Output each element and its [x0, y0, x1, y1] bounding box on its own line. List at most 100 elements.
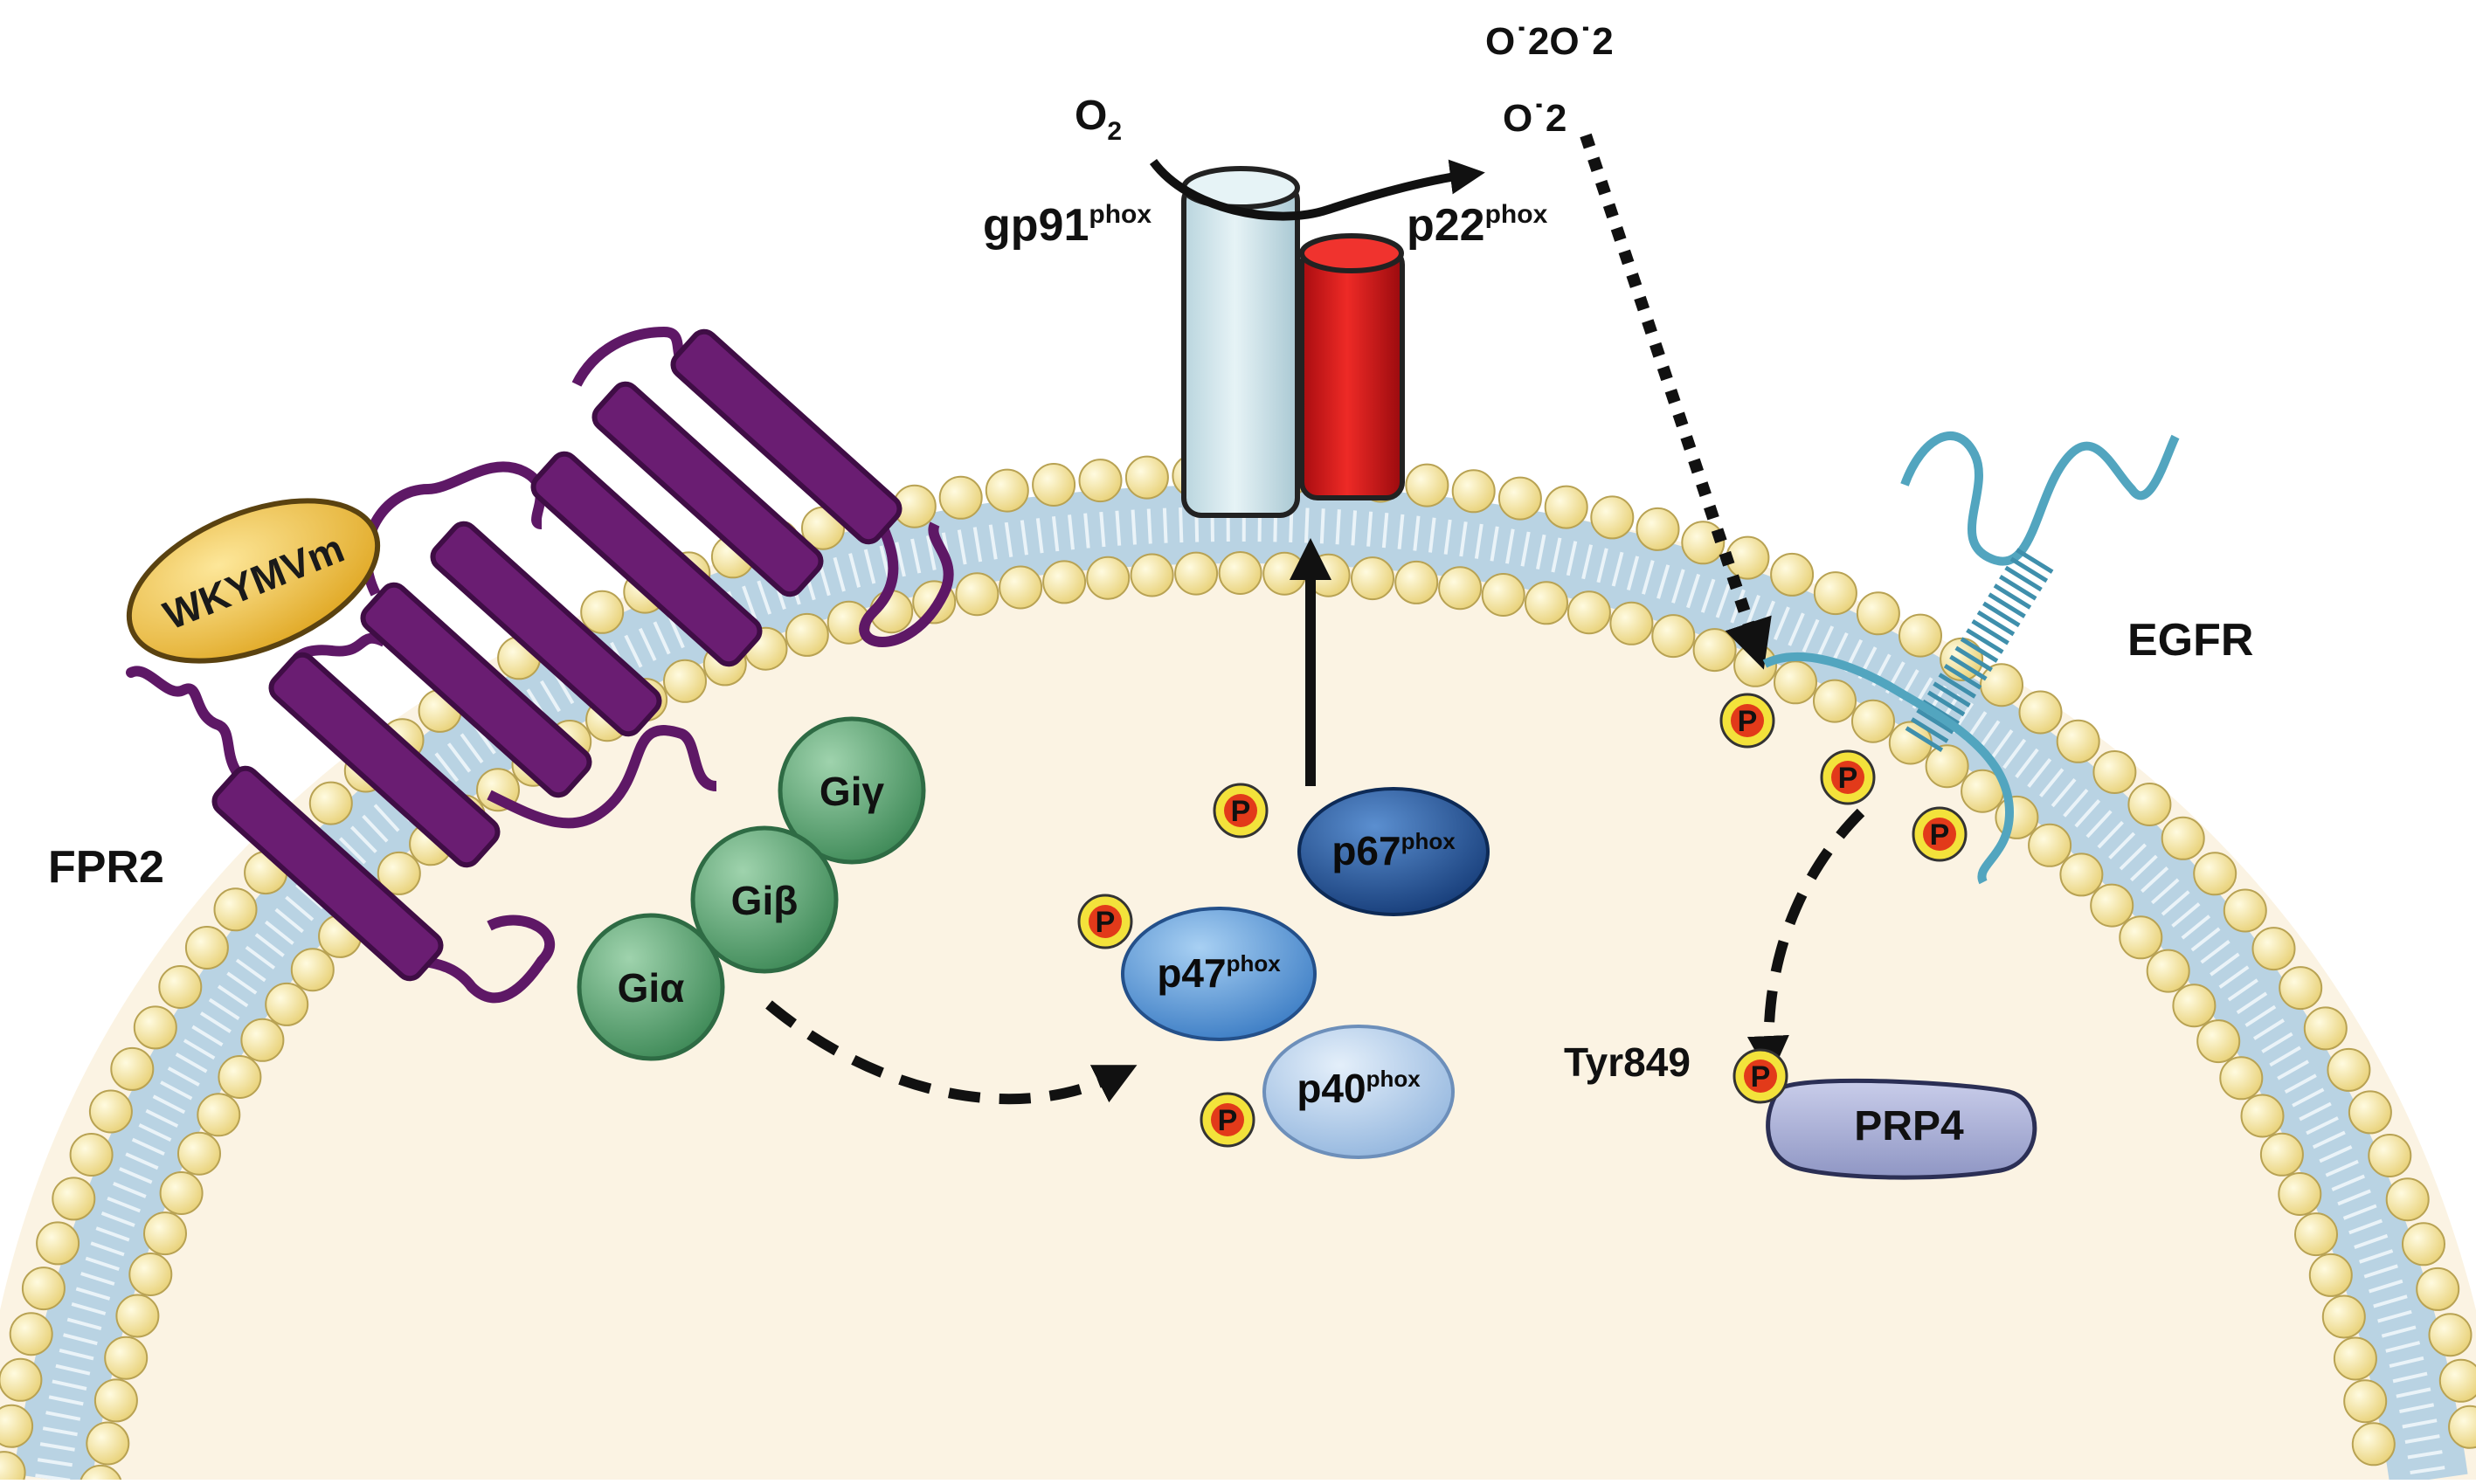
lipid-head — [1681, 521, 1726, 565]
lipid-head — [663, 659, 707, 703]
gi-gamma: Giγ — [778, 716, 926, 865]
lipid-head — [2343, 1379, 2388, 1424]
p40phox-subunit: p40phox — [1262, 1025, 1455, 1159]
gi-alpha-label: Giα — [618, 965, 685, 1011]
wkymvm-ligand: WKYMVm — [126, 498, 381, 664]
lipid-head — [2278, 1172, 2322, 1216]
lipid-head — [1438, 566, 1483, 611]
lipid-head — [218, 1055, 262, 1099]
lipid-head — [52, 1177, 96, 1221]
lipid-head — [2161, 816, 2205, 860]
lipid-head — [1405, 463, 1449, 507]
lipid-head — [985, 468, 1029, 513]
lipid-head — [2327, 1047, 2371, 1092]
lipid-head — [2196, 1019, 2241, 1064]
lipid-head — [290, 948, 335, 992]
lipid-head — [1851, 699, 1895, 743]
lipid-head — [93, 1378, 138, 1423]
phospho-label: P — [1838, 762, 1858, 795]
gi-gamma-label: Giγ — [820, 769, 885, 814]
phospho-badge: P — [1077, 894, 1133, 949]
lipid-head — [1567, 590, 1611, 635]
lipid-head — [1925, 744, 1969, 789]
lipid-head — [2028, 823, 2072, 867]
phospho-badge: P — [1733, 1048, 1788, 1104]
lipid-head — [1032, 463, 1076, 507]
lipid-head — [1042, 560, 1087, 604]
lipid-head — [1174, 551, 1219, 596]
lipid-head — [143, 1211, 187, 1256]
superoxide-label-1: O˙2O˙2 — [1485, 20, 1614, 63]
lipid-head — [2368, 1134, 2412, 1177]
lipid-head — [104, 1336, 149, 1380]
oxygen-label: O2 — [1075, 93, 1122, 146]
lipid-head — [2240, 1094, 2285, 1138]
lipid-head — [2308, 1253, 2353, 1297]
lipid-head — [938, 475, 983, 520]
phospho-label: P — [1930, 818, 1950, 852]
lipid-head — [2172, 984, 2217, 1028]
lipid-head — [1813, 571, 1857, 616]
lipid-head — [377, 851, 421, 895]
prp4-protein: PRP4 — [1766, 1078, 2037, 1180]
lipid-head — [1394, 560, 1439, 604]
phospho-label: P — [1738, 705, 1758, 738]
lipid-head — [115, 1294, 160, 1338]
lipid-head — [2294, 1212, 2338, 1257]
lipid-head — [1995, 795, 2039, 839]
lipid-head — [1726, 535, 1770, 580]
lipid-head — [2219, 1056, 2264, 1101]
gp91phox-label: gp91phox — [983, 200, 1152, 251]
lipid-head — [2416, 1267, 2460, 1311]
phospho-core — [1211, 1103, 1244, 1136]
lipid-head — [1774, 660, 1817, 705]
fpr2-receptor — [126, 326, 954, 1004]
lipid-head — [110, 1046, 155, 1091]
egfr-receptor — [1762, 431, 2180, 885]
lipid-head — [2385, 1177, 2430, 1222]
lipid-head — [1898, 613, 1942, 658]
lipid-head — [213, 887, 258, 932]
p22phox-subunit — [1299, 233, 1405, 500]
phospho-core — [1731, 704, 1764, 737]
lipid-head — [86, 1421, 130, 1466]
p22phox-label: p22phox — [1407, 200, 1548, 251]
superoxide-to-egfr-dotted-arrow — [1580, 133, 1772, 670]
lipid-head — [158, 965, 203, 1009]
lipid-head — [1980, 663, 2023, 707]
phospho-badge: P — [1213, 783, 1269, 839]
p47phox-label: p47phox — [1157, 950, 1281, 996]
lipid-head — [2333, 1336, 2377, 1381]
lipid-head — [2402, 1222, 2445, 1267]
lipid-head — [197, 1093, 241, 1137]
lipid-head — [1856, 591, 1900, 636]
phospho-core — [1831, 761, 1864, 794]
lipid-head — [1590, 495, 1635, 540]
lipid-head — [2018, 690, 2063, 735]
lipid-head — [2351, 1422, 2396, 1467]
prp4-label: PRP4 — [1854, 1103, 1964, 1149]
lipid-head — [2119, 915, 2163, 960]
lipid-head — [2146, 949, 2190, 993]
phospho-badge: P — [1912, 806, 1968, 862]
lipid-head — [184, 926, 229, 970]
phospho-label: P — [1751, 1060, 1771, 1094]
lipid-head — [2428, 1313, 2473, 1357]
lipid-head — [1813, 679, 1857, 723]
lipid-head — [2348, 1090, 2392, 1135]
lipid-head — [1086, 556, 1131, 600]
lipid-head — [2251, 927, 2296, 971]
lipid-head — [1124, 455, 1169, 500]
lipid-head — [36, 1221, 80, 1266]
lipid-head — [1130, 553, 1174, 597]
phospho-core — [1089, 905, 1122, 938]
lipid-head — [240, 1018, 285, 1062]
lipid-head — [1262, 551, 1307, 596]
gp91phox-subunit — [1181, 166, 1300, 518]
lipid-head — [2090, 883, 2134, 928]
gi-beta-label: Giβ — [731, 878, 799, 923]
lipid-head — [177, 1131, 221, 1176]
lipid-head — [1544, 485, 1588, 529]
lipid-head — [69, 1133, 114, 1177]
